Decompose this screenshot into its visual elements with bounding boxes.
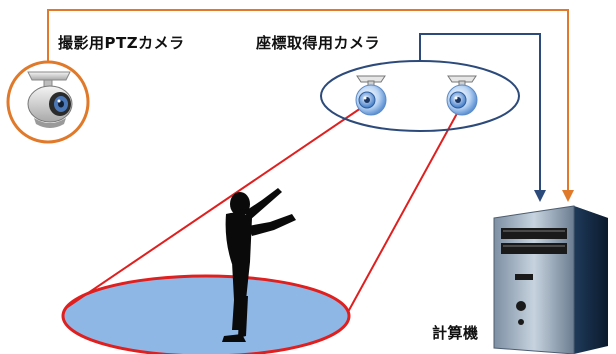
ptz-connection-arrowhead — [562, 190, 574, 202]
coord-camera-group — [320, 60, 520, 132]
ptz-connection-line — [47, 9, 569, 194]
webcam-icon — [446, 75, 478, 116]
webcam-icon — [355, 75, 387, 116]
ptz-camera-label: 撮影用PTZカメラ — [58, 34, 185, 52]
view-line-left — [65, 107, 362, 309]
coord-connection-arrowhead — [534, 190, 546, 202]
coord-camera-label: 座標取得用カメラ — [256, 34, 381, 52]
computer-label: 計算機 — [432, 324, 479, 342]
coord-connection-line — [419, 33, 541, 194]
view-line-right — [347, 107, 461, 313]
person-silhouette-icon — [222, 188, 296, 342]
desktop-tower-icon — [493, 205, 608, 354]
ptz-camera-icon — [6, 60, 90, 144]
capture-area-ellipse — [61, 274, 351, 354]
